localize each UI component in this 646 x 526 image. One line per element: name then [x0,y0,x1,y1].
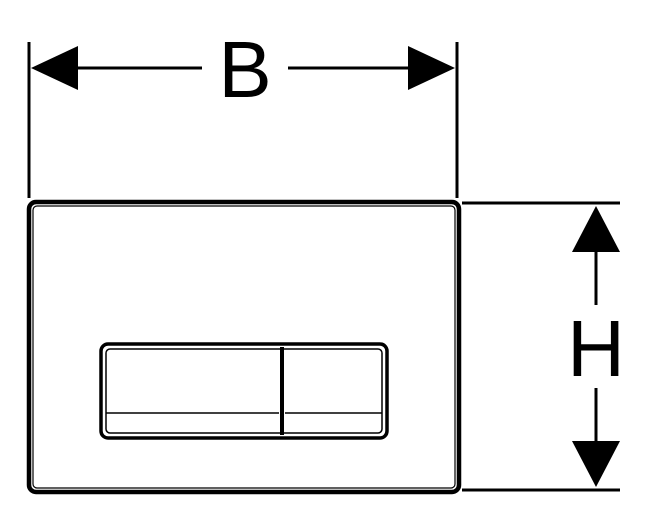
height-label: H [567,304,625,393]
plate-outer-edge [26,199,462,495]
height-dimension: H [462,201,625,492]
height-arrow-up-icon [572,206,620,252]
button-frame-inner [105,348,383,434]
button-frame-outer [99,342,389,440]
flush-plate [26,199,462,495]
width-arrow-left-icon [31,46,78,90]
width-label: B [218,25,271,114]
flush-button-assembly [99,342,389,440]
width-arrow-right-icon [408,46,455,90]
plate-inner-edge [32,205,456,489]
height-arrow-down-icon [572,441,620,487]
width-dimension: B [27,25,459,198]
